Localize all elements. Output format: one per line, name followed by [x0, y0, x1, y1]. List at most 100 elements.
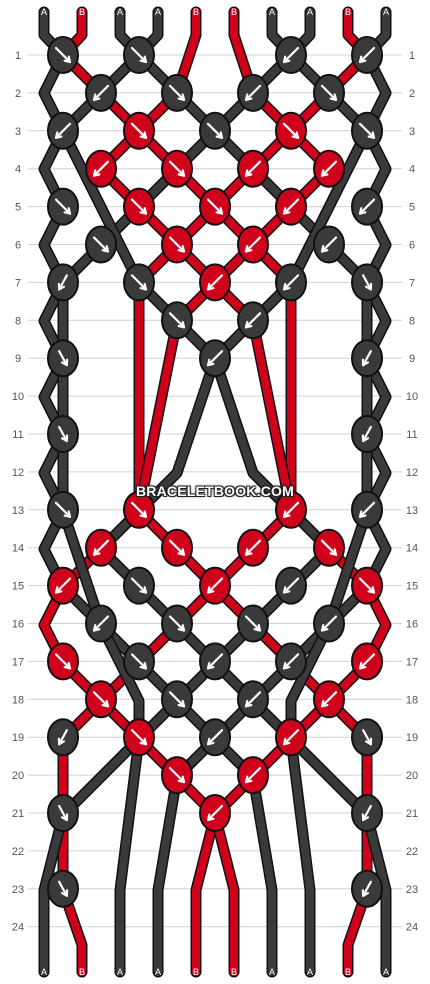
knot [199, 566, 231, 605]
knot-arrowhead [244, 93, 253, 102]
knot-arrow [358, 46, 376, 64]
knot-arrow [244, 766, 262, 784]
knot [85, 604, 117, 643]
knot-arrow [206, 274, 224, 291]
knot-arrowhead [282, 55, 291, 64]
row-number-left: 4 [15, 164, 21, 176]
knot-arrowhead [215, 207, 224, 215]
knot-arrowhead [244, 245, 253, 253]
strand-label: B [79, 967, 85, 977]
knot [161, 73, 193, 112]
knot-arrowhead [329, 93, 338, 102]
knot [123, 36, 155, 74]
knot-arrow [282, 577, 300, 594]
knot [351, 187, 383, 226]
row-number-right: 17 [406, 656, 418, 668]
knot [351, 869, 383, 908]
row-number-right: 21 [406, 808, 418, 820]
knot-arrow [320, 615, 338, 632]
knot-arrow [358, 501, 376, 518]
strand-label: A [307, 7, 313, 17]
knot-arrow [54, 501, 72, 518]
knot-arrowhead [291, 131, 300, 139]
knot-arrowhead [60, 889, 69, 897]
row-number-left: 6 [15, 240, 21, 252]
row-number-right: 12 [406, 467, 418, 479]
knot-arrow [130, 274, 148, 291]
knot [85, 73, 117, 112]
knot-arrowhead [177, 699, 186, 708]
row-number-right: 9 [409, 353, 415, 365]
knot-arrowhead [139, 661, 148, 670]
knot-arrowhead [358, 207, 367, 215]
row-number-left: 14 [12, 543, 24, 555]
row-number-left: 16 [12, 619, 24, 631]
knot [47, 642, 79, 681]
row-number-right: 23 [406, 884, 418, 896]
knot [47, 36, 79, 74]
knot [47, 718, 79, 757]
strand-label: B [345, 967, 351, 977]
knot-arrow [206, 729, 224, 746]
knot-arrowhead [92, 169, 101, 177]
knot [351, 490, 383, 529]
knot [237, 225, 269, 264]
knot-arrow [168, 84, 186, 102]
knot-arrowhead [206, 737, 215, 746]
knot [275, 187, 307, 226]
row-number-right: 5 [409, 202, 415, 214]
knot [351, 339, 383, 378]
strand-label: A [383, 7, 389, 17]
knot-arrowhead [358, 55, 367, 64]
knot [313, 680, 345, 719]
row-number-left: 19 [12, 732, 24, 744]
knot-arrow [58, 350, 68, 367]
knot-arrowhead [139, 131, 148, 139]
knot-arrow [54, 46, 72, 64]
knot-arrowhead [57, 282, 66, 291]
knot [237, 756, 269, 795]
knot [47, 490, 79, 529]
knot-arrow [320, 539, 338, 556]
knot-arrowhead [177, 169, 186, 177]
strand-label: A [307, 967, 313, 977]
knot-arrowhead [320, 245, 329, 253]
knot [199, 718, 231, 757]
row-number-right: 13 [406, 505, 418, 517]
row-number-left: 5 [15, 202, 21, 214]
knot-arrow [168, 539, 186, 556]
knot [47, 794, 79, 832]
knot [161, 680, 193, 719]
knot-arrowhead [206, 282, 215, 291]
knot-arrow [362, 729, 372, 746]
knot-arrowhead [282, 661, 291, 670]
knot-arrow [54, 122, 72, 139]
strand-label: B [231, 7, 237, 17]
row-number-left: 7 [15, 277, 21, 289]
knot-arrow [320, 160, 338, 177]
knot-arrowhead [54, 586, 63, 594]
knot-arrowhead [177, 245, 186, 253]
knot-arrow [58, 274, 68, 291]
knot [161, 604, 193, 643]
knot-arrow [362, 804, 372, 822]
knot [47, 187, 79, 226]
strand-label: A [155, 7, 161, 17]
knot-arrow [206, 198, 224, 215]
knot-arrow [362, 274, 372, 291]
knot [275, 36, 307, 74]
row-number-right: 10 [406, 391, 418, 403]
knot-arrowhead [139, 510, 148, 518]
knot-arrowhead [63, 55, 72, 64]
row-number-right: 7 [409, 277, 415, 289]
strand-label: A [269, 967, 275, 977]
strand-label: B [193, 7, 199, 17]
row-number-left: 8 [15, 315, 21, 327]
strand-label: B [79, 7, 85, 17]
knot-arrow [206, 350, 224, 367]
knot-arrowhead [60, 434, 69, 443]
knot-arrow [58, 804, 68, 822]
